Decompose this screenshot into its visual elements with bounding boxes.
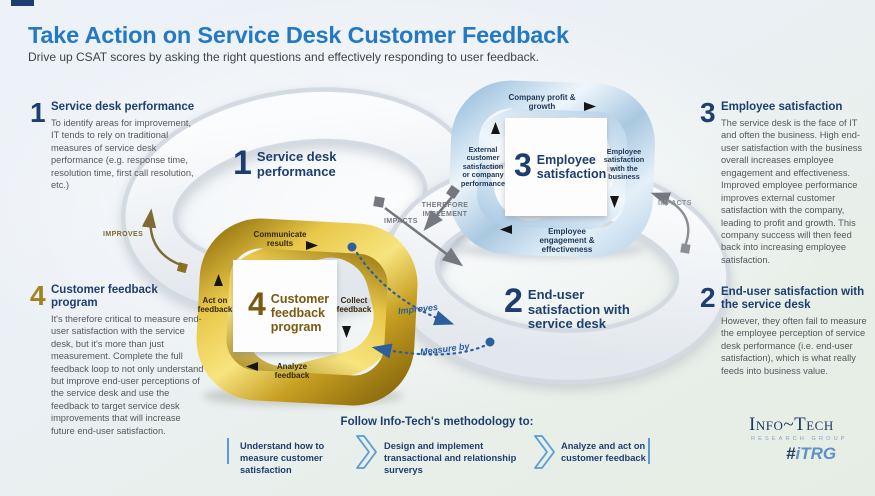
gold-cycle-card [233, 260, 337, 352]
section-2-heading: End-user satisfaction with the service d… [721, 286, 865, 311]
section-employee-satisfaction: 3 Employee satisfaction The service desk… [700, 97, 872, 266]
impacts-center-label: IMPACTS [384, 218, 418, 225]
blue-cycle-left-label: External customer satisfaction or compan… [460, 145, 506, 188]
blue-cycle-title: Employee satisfaction [536, 153, 607, 181]
section-4-number: 4 [30, 280, 46, 311]
section-2-body: However, they often fail to measure the … [721, 315, 867, 376]
loop1-label: 1 Service desk performance [233, 144, 349, 182]
blue-cycle-bottom-label: Employee engagement & effectiveness [539, 227, 595, 255]
methodology-step-3: Analyze and act on customer feedback [561, 441, 646, 464]
gold-bottom-arrow-left-icon [246, 362, 258, 371]
blue-cycle-center: 3 Employee satisfaction [514, 147, 615, 183]
gold-cycle-number: 4 [248, 286, 266, 322]
section-end-user-satisfaction: 2 End-user satisfaction with the service… [700, 282, 872, 377]
loop2-number: 2 [504, 282, 523, 320]
section-1-number: 1 [30, 97, 46, 128]
chevron-right-icon [534, 435, 555, 469]
loop2-text: End-user satisfaction with service desk [527, 287, 630, 332]
infotech-logo-tagline: RESEARCH GROUP [751, 436, 848, 442]
loop2-label: 2 End-user satisfaction with service des… [504, 282, 648, 332]
page-title: Take Action on Service Desk Customer Fee… [28, 22, 569, 48]
section-service-desk-performance: 1 Service desk performance To identify a… [30, 97, 200, 192]
blue-cycle-right-label: Employee satisfaction with the business [603, 147, 645, 182]
chevron-right-icon [356, 435, 377, 469]
improves-left-arrow [141, 208, 188, 274]
measure-by-dotted-arrow [371, 337, 495, 359]
methodology-start-bar [227, 438, 229, 464]
gold-left-arrow-up-icon [214, 274, 223, 286]
gold-top-arrow-right-icon [306, 241, 318, 250]
section-3-number: 3 [700, 97, 716, 128]
impacts-center-arrow [373, 196, 464, 267]
section-3-body: The service desk is the face of IT and o… [721, 117, 863, 265]
impacts-right-arrow [650, 192, 691, 254]
section-2-number: 2 [700, 282, 716, 313]
improves-left-label: IMPROVES [103, 231, 144, 238]
impacts-right-label: IMPACTS [658, 200, 692, 207]
blue-cycle-number: 3 [514, 147, 532, 183]
section-1-heading: Service desk performance [51, 101, 195, 113]
improves-dotted-arrow [347, 242, 455, 326]
methodology-end-bar [648, 438, 650, 464]
blue-cycle-card [505, 118, 607, 216]
section-customer-feedback-program: 4 Customer feedback program It's therefo… [30, 280, 204, 437]
blue-right-arrow-down-icon [610, 196, 619, 208]
gold-cycle-right-label: Collect feedback [336, 296, 372, 315]
section-1-body: To identify areas for improvement, IT te… [51, 117, 194, 191]
therefore-implement-arrow [423, 185, 460, 231]
itrg-text: iTRG [795, 444, 837, 463]
itrg-hash: # [786, 444, 796, 463]
methodology-heading: Follow Info-Tech's methodology to: [340, 416, 534, 428]
gold-right-arrow-down-icon [342, 326, 351, 338]
blue-top-arrow-right-icon [584, 102, 596, 111]
section-3-heading: Employee satisfaction [721, 101, 843, 113]
gold-cycle-left-label: Act on feedback [197, 296, 233, 315]
section-4-heading: Customer feedback program [51, 284, 158, 309]
gold-cycle-center: 4 Customer feedback program [248, 286, 333, 334]
blue-cycle-top-label: Company profit & growth [508, 93, 576, 112]
section-4-body: It's therefore critical to measure end-u… [51, 313, 204, 436]
itrg-logo: #iTRG [786, 444, 836, 464]
loop1-number: 1 [233, 144, 252, 182]
blue-cycle-ribbon [449, 80, 655, 258]
infotech-logo: Info~Tech [749, 414, 834, 435]
top-left-accent-tab [11, 0, 34, 6]
gold-cycle-ribbon [196, 218, 418, 406]
gold-cycle-bottom-label: Analyze feedback [274, 362, 310, 381]
methodology-step-2: Design and implement transactional and r… [384, 441, 517, 476]
loop1-text: Service desk performance [256, 149, 337, 179]
methodology-step-1: Understand how to measure customer satis… [240, 441, 325, 476]
therefore-implement-label: THEREFORE IMPLEMENT [421, 202, 469, 218]
blue-bottom-arrow-left-icon [500, 225, 512, 234]
gold-cycle-top-label: Communicate results [253, 230, 307, 249]
gold-cycle-title: Customer feedback program [270, 292, 330, 334]
blue-left-arrow-up-icon [491, 122, 500, 134]
page-subtitle: Drive up CSAT scores by asking the right… [28, 50, 539, 64]
